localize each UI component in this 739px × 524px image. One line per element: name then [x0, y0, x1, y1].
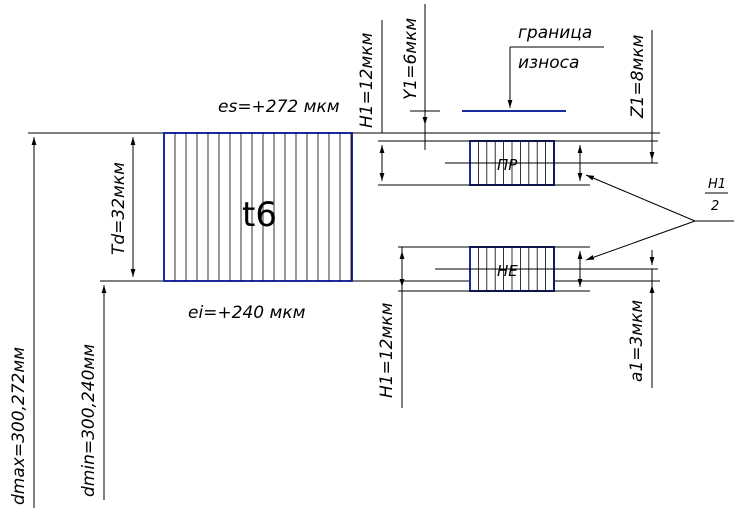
a1-label: a1=3мкм [627, 300, 647, 382]
h1-top-label: H1=12мкм [357, 32, 377, 128]
half-leader-nogo [585, 220, 696, 261]
dmin-label: dmin=300,240мм [79, 344, 99, 497]
es-label: es=+272 мкм [218, 97, 340, 117]
half-numerator: H1 [708, 177, 726, 192]
td-label: Td=32мкм [109, 162, 129, 255]
wear-label-line1: граница [518, 23, 592, 43]
dmax-label: dmax=300,272мм [9, 347, 29, 505]
z1-label: Z1=8мкм [628, 34, 648, 119]
wear-label-line2: износа [518, 53, 579, 73]
go-gauge-label: ПР [497, 156, 518, 174]
field-label: t6 [242, 195, 277, 235]
h1-bottom-label: H1=12мкм [377, 302, 397, 398]
ei-label: ei=+240 мкм [188, 303, 306, 323]
half-denominator: 2 [711, 199, 719, 214]
nogo-gauge-label: НЕ [497, 262, 518, 280]
half-leader-go [585, 174, 696, 222]
shaft-tolerance-field [163, 132, 353, 282]
y1-label: Y1=6мкм [401, 18, 421, 100]
